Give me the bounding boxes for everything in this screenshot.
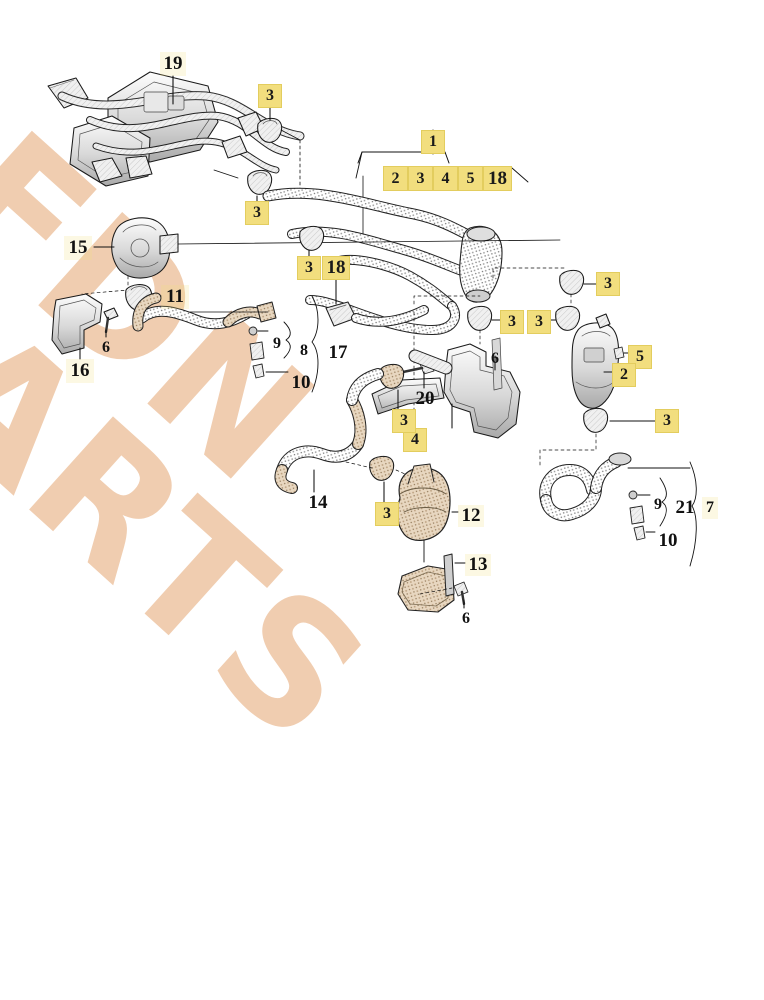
part-15-pump (111, 217, 179, 279)
clamp-3-top (257, 117, 283, 143)
part-4-bracket (371, 337, 521, 439)
callout-18[interactable]: 18 (322, 256, 350, 280)
callout-17[interactable]: 17 (328, 342, 348, 363)
part-21-hose (539, 452, 632, 522)
callout-3[interactable]: 3 (245, 201, 269, 225)
callout-14[interactable]: 14 (308, 492, 328, 513)
part-6-bolt-bottom (453, 581, 469, 606)
callout-3[interactable]: 3 (297, 256, 321, 280)
part-14-hose (274, 368, 384, 494)
callout-20[interactable]: 20 (415, 388, 435, 409)
callout-13[interactable]: 13 (465, 554, 491, 576)
callout-5[interactable]: 5 (458, 166, 483, 191)
callout-6[interactable]: 6 (491, 350, 499, 367)
clamp-3-second (247, 169, 273, 195)
parts-9-10-left (248, 326, 265, 379)
callout-3[interactable]: 3 (655, 409, 679, 433)
callout-6[interactable]: 6 (102, 339, 110, 356)
part-6-bolt-left (103, 307, 119, 334)
callout-3[interactable]: 3 (527, 310, 551, 334)
callout-10[interactable]: 10 (658, 530, 678, 551)
part-5-bolt (613, 346, 625, 360)
callout-3[interactable]: 3 (392, 409, 416, 433)
callout-9[interactable]: 9 (654, 496, 662, 513)
callout-2[interactable]: 2 (612, 363, 636, 387)
callout-15[interactable]: 15 (64, 236, 92, 260)
callout-10[interactable]: 10 (291, 372, 311, 393)
callout-3[interactable]: 3 (408, 166, 433, 191)
callout-21[interactable]: 21 (675, 497, 695, 518)
callout-9[interactable]: 9 (273, 335, 281, 352)
callout-1[interactable]: 1 (421, 130, 445, 154)
callout-4[interactable]: 4 (433, 166, 458, 191)
part-16-bracket (51, 293, 103, 355)
callout-19[interactable]: 19 (160, 52, 186, 76)
callout-12[interactable]: 12 (458, 505, 484, 527)
callout-6[interactable]: 6 (462, 610, 470, 627)
part-2-housing (571, 313, 620, 409)
callout-16[interactable]: 16 (66, 359, 94, 383)
clamp-3-pair-right (555, 305, 581, 331)
clamp-3-right-top (559, 269, 585, 295)
callout-8[interactable]: 8 (300, 342, 308, 359)
part-17-hose (132, 292, 277, 332)
clamp-3-pair-left (467, 305, 493, 331)
clamp-3-below-2 (583, 407, 609, 433)
clamp-3-18-mid (299, 225, 325, 251)
callout-3[interactable]: 3 (375, 502, 399, 526)
part-20-tube (408, 349, 453, 375)
part-13-bracket (397, 553, 455, 613)
callout-3[interactable]: 3 (596, 272, 620, 296)
clamp-3-lower (369, 455, 395, 481)
part-12-expansion-tank (396, 463, 451, 541)
callout-7[interactable]: 7 (702, 497, 718, 519)
callout-3[interactable]: 3 (258, 84, 282, 108)
callout-11[interactable]: 11 (161, 285, 189, 309)
parts-9-10-right (628, 490, 646, 541)
callout-3[interactable]: 3 (500, 310, 524, 334)
callout-18[interactable]: 18 (483, 166, 512, 191)
clamp-3-near-20 (379, 363, 405, 389)
callout-2[interactable]: 2 (383, 166, 408, 191)
